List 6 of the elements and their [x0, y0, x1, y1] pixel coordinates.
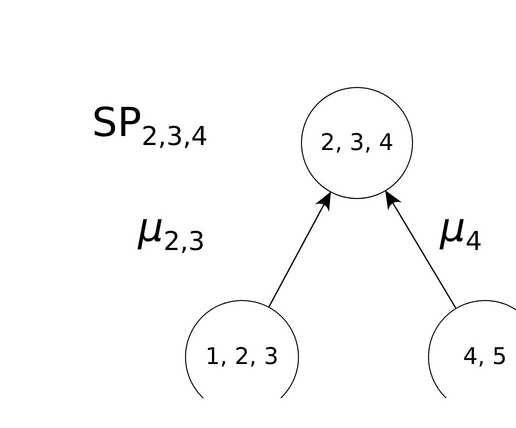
circle-node: [301, 87, 413, 199]
node-label: 1, 2, 3: [205, 344, 279, 370]
node-caption: SP$_{2,3,4}$: [92, 100, 208, 152]
node-label: 4, 5: [463, 344, 507, 370]
circle-node: [185, 300, 299, 398]
node-label: 2, 3, 4: [320, 130, 394, 156]
